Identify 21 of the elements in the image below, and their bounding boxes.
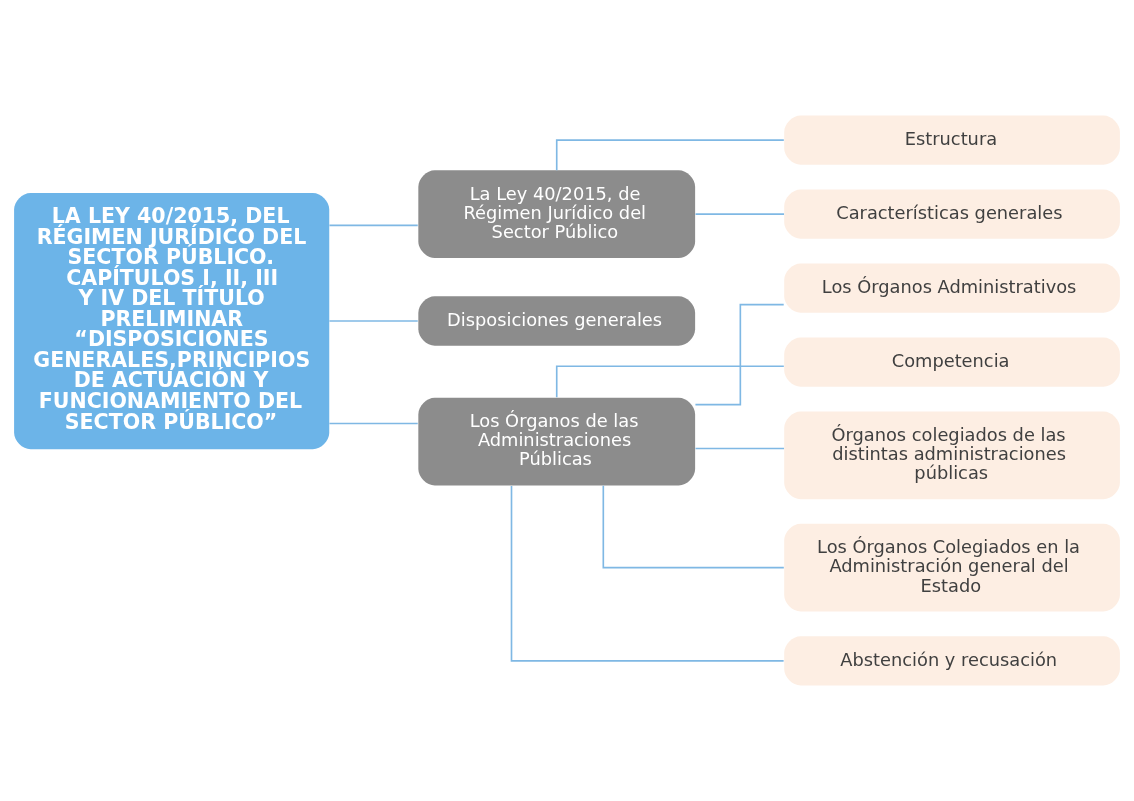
node-box: Estructura xyxy=(784,115,1120,165)
connector xyxy=(510,485,785,662)
node-box: LA LEY 40/2015, DEL RÉGIMEN JURÍDICO DEL SECTOR PÚBLICO. CAPÍTULOS I, II, III Y IV DEL TÍTULO PRELIMINAR “DISPOSICIONES GENERALES,PRINCIPIOS DE ACTUACIÓN Y FUNCIONAMIENTO DEL SECTOR PÚBLICO” xyxy=(14,192,330,450)
node-box: Competencia xyxy=(784,337,1120,387)
node-box: La Ley 40/2015, de Régimen Jurídico del Sector Público xyxy=(418,170,696,258)
node-box: Los Órganos de las Administraciones Públicas xyxy=(418,397,696,486)
node-box: Características generales xyxy=(784,189,1120,239)
connector xyxy=(328,320,419,322)
connector xyxy=(602,484,785,569)
connector xyxy=(555,365,785,399)
connector xyxy=(328,422,419,425)
connector xyxy=(694,213,785,215)
connector xyxy=(328,224,419,227)
node-box: Los Órganos Administrativos xyxy=(784,263,1120,313)
node-box: Abstención y recusación xyxy=(784,636,1120,686)
connector xyxy=(694,303,785,406)
connector xyxy=(555,139,785,172)
node-box: Disposiciones generales xyxy=(418,296,696,346)
connector xyxy=(694,447,785,450)
node-box: Órganos colegiados de las distintas administraciones públicas xyxy=(784,411,1120,500)
node-box: Los Órganos Colegiados en la Administración general del Estado xyxy=(784,523,1120,612)
